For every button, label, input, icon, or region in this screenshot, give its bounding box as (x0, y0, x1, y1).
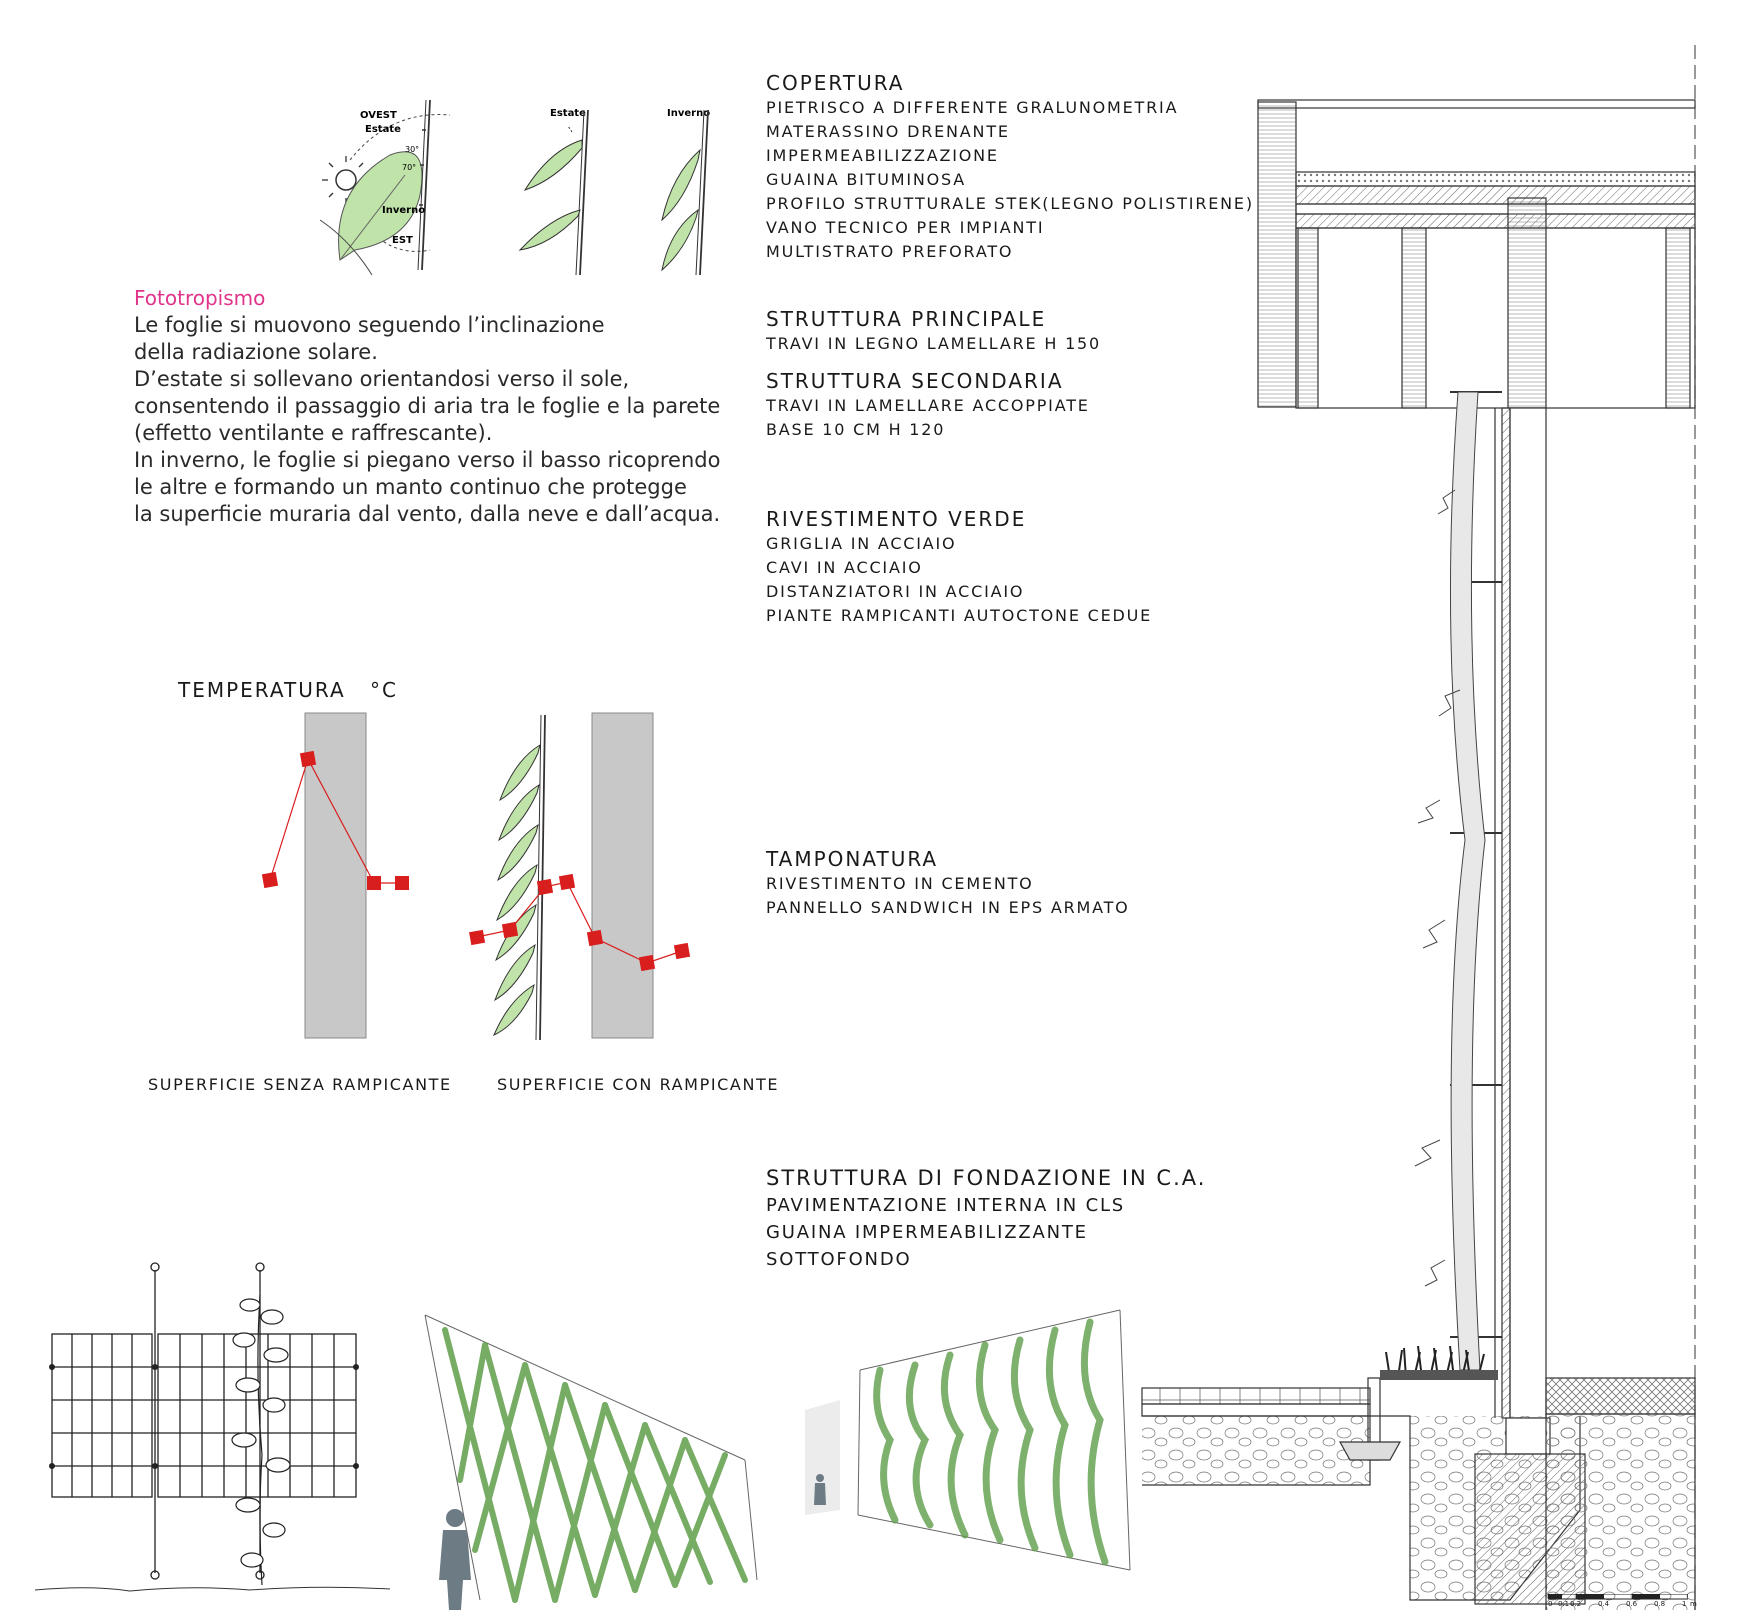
estate-label: Estate (550, 108, 586, 119)
legend-item: GUAINA BITUMINOSA (766, 170, 967, 189)
temperature-markers (469, 873, 691, 972)
legend-title: TAMPONATURA (766, 847, 939, 871)
scale-tick: 0.6 (1626, 1600, 1638, 1608)
legend-title: STRUTTURA DI FONDAZIONE IN C.A. (766, 1166, 1207, 1190)
scale-tick: 0.8 (1654, 1600, 1666, 1608)
legend-item: PANNELLO SANDWICH IN EPS ARMATO (766, 898, 1130, 917)
fototropismo-line: Le foglie si muovono seguendo l’inclinaz… (134, 313, 605, 337)
legend-item: SOTTOFONDO (766, 1249, 912, 1270)
scale-unit: m (1690, 1600, 1697, 1608)
legend-item: PROFILO STRUTTURALE STEK(LEGNO POLISTIRE… (766, 194, 1254, 213)
scale-bar: 0 0.1 0.2 0.4 0.6 0.8 1 m (1548, 1594, 1697, 1610)
climber-on-grid (231, 1294, 291, 1586)
legend-item: GRIGLIA IN ACCIAIO (766, 534, 957, 553)
legend-item: TRAVI IN LAMELLARE ACCOPPIATE (766, 396, 1090, 415)
scale-tick: 0 (1548, 1600, 1553, 1608)
wall-without-plant (304, 712, 367, 1039)
steel-grid-illustration (34, 1262, 391, 1592)
legend-title: STRUTTURA PRINCIPALE (766, 307, 1047, 331)
temperature-diagram-bare (261, 712, 409, 1039)
est-label: EST (392, 235, 413, 246)
legend-title: RIVESTIMENTO VERDE (766, 507, 1027, 531)
estate-sun-label: Estate (365, 124, 401, 135)
legend-struttura-principale: STRUTTURA PRINCIPALE TRAVI IN LEGNO LAME… (766, 306, 1101, 356)
fototropismo-line: della radiazione solare. (134, 340, 378, 364)
legend-rivestimento-verde: RIVESTIMENTO VERDE GRIGLIA IN ACCIAIO CA… (766, 506, 1152, 628)
fototropismo-line: consentendo il passaggio di aria tra le … (134, 394, 721, 418)
scale-tick: 1 (1682, 1600, 1687, 1608)
legend-item: BASE 10 CM H 120 (766, 420, 946, 439)
legend-item: VANO TECNICO PER IMPIANTI (766, 218, 1045, 237)
fototropismo-line: la superficie muraria dal vento, dalla n… (134, 502, 721, 526)
ovest-label: OVEST (360, 110, 397, 121)
legend-item: CAVI IN ACCIAIO (766, 558, 923, 577)
legend-fondazione: STRUTTURA DI FONDAZIONE IN C.A. PAVIMENT… (766, 1164, 1206, 1273)
leaf-shape (338, 151, 423, 261)
legend-item: PIETRISCO A DIFFERENTE GRALUNOMETRIA (766, 98, 1179, 117)
person-silhouette (439, 1509, 471, 1610)
legend-item: PIANTE RAMPICANTI AUTOCTONE CEDUE (766, 606, 1153, 625)
legend-struttura-secondaria: STRUTTURA SECONDARIA TRAVI IN LAMELLARE … (766, 368, 1090, 442)
fototropismo-title: Fototropismo (134, 286, 266, 310)
legend-item: DISTANZIATORI IN ACCIAIO (766, 582, 1025, 601)
green-facade-layer (1449, 391, 1486, 1371)
person-silhouette-small (814, 1474, 826, 1505)
temperature-profile-without-plant (269, 757, 402, 884)
legend-title: STRUTTURA SECONDARIA (766, 369, 1064, 393)
lattice-plants (442, 1327, 748, 1603)
inverno-sun-label: Inverno (382, 205, 425, 216)
inverno-label: Inverno (667, 108, 710, 119)
legend-item: GUAINA IMPERMEABILIZZANTE (766, 1222, 1088, 1243)
scale-tick: 0.1 (1558, 1600, 1570, 1608)
legend-item: IMPERMEABILIZZAZIONE (766, 146, 999, 165)
legend-item: TRAVI IN LEGNO LAMELLARE H 150 (766, 334, 1102, 353)
legend-item: RIVESTIMENTO IN CEMENTO (766, 874, 1034, 893)
caption-with-plant: SUPERFICIE CON RAMPICANTE (497, 1075, 780, 1094)
green-wall-render-2 (805, 1309, 1131, 1571)
legend-item: MATERASSINO DRENANTE (766, 122, 1010, 141)
angle-70-label: 70° (402, 163, 416, 172)
angle-30-label: 30° (405, 145, 419, 154)
temperature-title: TEMPERATURA °C (178, 678, 398, 702)
wall-section-drawing (1141, 45, 1696, 1610)
scale-tick: 0.2 (1570, 1600, 1582, 1608)
green-wall-render-1 (424, 1314, 758, 1610)
caption-without-plant: SUPERFICIE SENZA RAMPICANTE (148, 1075, 452, 1094)
legend-tamponatura: TAMPONATURA RIVESTIMENTO IN CEMENTO PANN… (766, 846, 1130, 920)
leaf-phototropism-diagram: OVEST Estate 30° 70° Inverno EST Estate … (319, 100, 710, 276)
fototropismo-line: In inverno, le foglie si piegano verso i… (134, 448, 721, 472)
legend-title: COPERTURA (766, 71, 905, 95)
scale-tick: 0.4 (1598, 1600, 1610, 1608)
wall-with-plant (591, 712, 654, 1039)
fototropismo-line: le altre e formando un manto continuo ch… (134, 475, 687, 499)
legend-copertura: COPERTURA PIETRISCO A DIFFERENTE GRALUNO… (766, 70, 1254, 264)
climbing-plant-illustration (493, 714, 546, 1041)
temperature-unit: °C (370, 678, 398, 702)
legend-item: PAVIMENTAZIONE INTERNA IN CLS (766, 1195, 1125, 1216)
wavy-plants (873, 1318, 1109, 1566)
temperature-diagram (469, 712, 691, 1041)
fototropismo-section: Fototropismo Le foglie si muovono seguen… (134, 284, 734, 528)
fototropismo-line: D’estate si sollevano orientandosi verso… (134, 367, 630, 391)
fototropismo-line: (effetto ventilante e raffrescante). (134, 421, 493, 445)
legend-item: MULTISTRATO PREFORATO (766, 242, 1014, 261)
temperature-title-text: TEMPERATURA (178, 678, 346, 702)
